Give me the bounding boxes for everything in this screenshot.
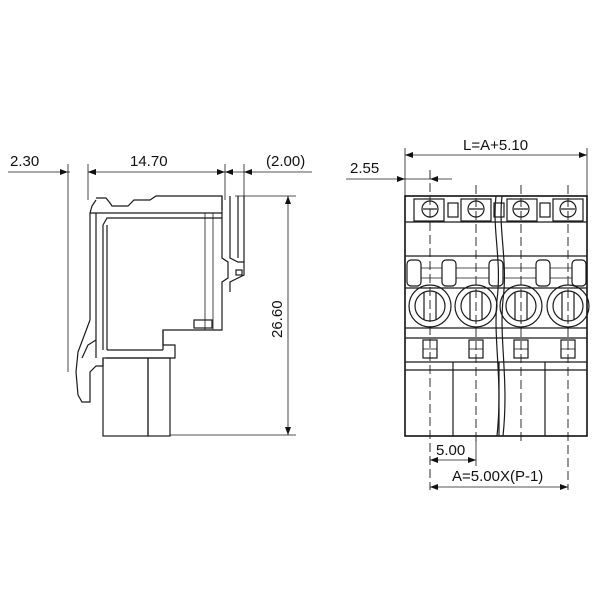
side-body (75, 195, 245, 437)
pin-socket-row (422, 339, 576, 359)
dim-offset-group: 2.55 (346, 160, 452, 182)
dim-total-label: L=A+5.10 (463, 137, 528, 154)
dim-right-group: (2.00) (225, 153, 312, 200)
dim-span-group: A=5.00X(P-1) (430, 468, 568, 490)
dim-span-label: A=5.00X(P-1) (452, 468, 543, 485)
dim-width-group: 14.70 (88, 153, 226, 200)
dim-height-label: 26.60 (269, 300, 286, 338)
top-screw-row (413, 198, 584, 222)
front-view: L=A+5.10 2.55 (346, 137, 590, 490)
dim-pitch-label: 5.00 (436, 442, 465, 459)
dim-pitch-group: 5.00 (430, 440, 477, 466)
dim-left-label: 2.30 (10, 153, 39, 170)
dim-right-label: (2.00) (266, 153, 305, 170)
side-view: 2.30 14.70 (2.00) 26.60 (8, 153, 312, 437)
dim-total-group: L=A+5.10 (404, 137, 588, 200)
dim-width-label: 14.70 (130, 153, 168, 170)
dim-offset-label: 2.55 (350, 160, 379, 177)
wire-entry-row (408, 284, 590, 328)
dim-height-group: 26.60 (170, 195, 296, 436)
latch-row (406, 259, 587, 287)
